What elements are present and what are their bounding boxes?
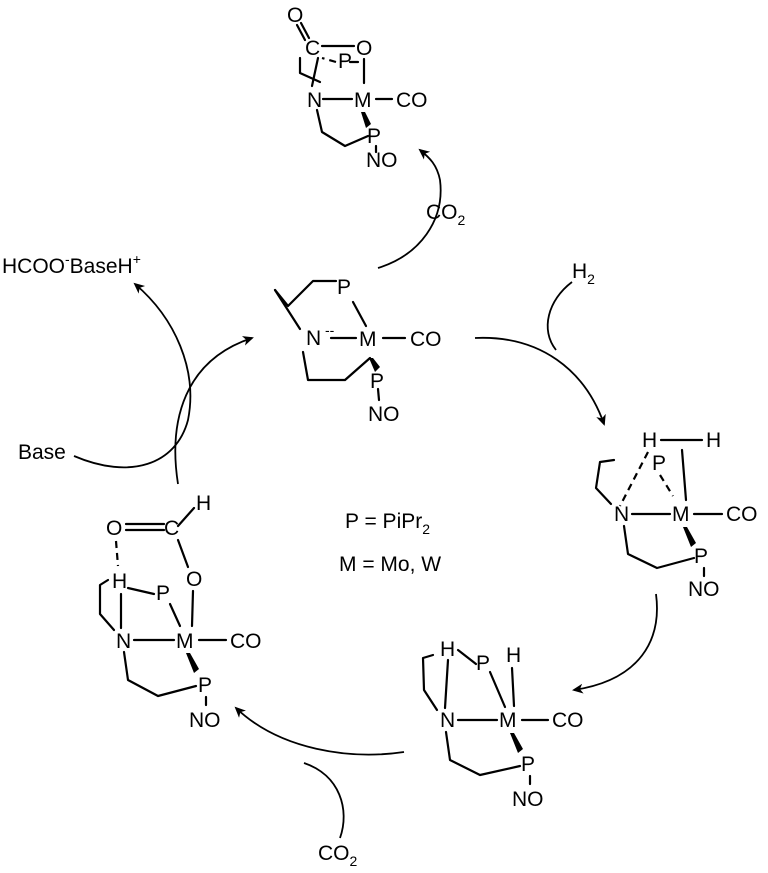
n-atom-left: N [116, 630, 131, 653]
p-atom-lower-top-label: P [367, 125, 381, 148]
h-atom-left: H [642, 429, 657, 452]
co-ligand-top-label: CO [396, 89, 428, 112]
h-atom-nh-left: H [112, 570, 127, 593]
m-atom-right: M [672, 503, 690, 526]
no-ligand-bottom: NO [512, 788, 544, 811]
arrow-to-dihydrogen-complex [474, 337, 606, 426]
p-atom-bottom-bottom: P [521, 753, 535, 776]
reagent-co2-upper: CO2 [426, 201, 466, 228]
m-atom-bottom: M [499, 709, 517, 732]
co-ligand-label: CO [410, 328, 442, 351]
arrow-to-formate-complex [234, 706, 405, 756]
m-atom-top-label: M [354, 89, 372, 112]
no-ligand-right: NO [688, 578, 720, 601]
o-atom-formate: O [186, 568, 202, 591]
arrow-to-center-complex [174, 336, 254, 485]
p-atom-bottom-label: P [370, 370, 384, 393]
no-ligand-label: NO [368, 403, 400, 426]
arrow-to-hydride-complex [572, 593, 658, 694]
h-atom-formyl: H [196, 492, 211, 515]
reagent-h2: H2 [572, 260, 595, 287]
p-atom-left-top: P [156, 582, 170, 605]
p-atom-upper-label: P [338, 50, 352, 73]
hydride-amine-complex-bottom: H P H N M CO P NO [421, 638, 584, 811]
o-atom-bridging: O [356, 37, 372, 60]
n-atom-bottom: N [440, 709, 455, 732]
legend: P = PiPr2 M = Mo, W [339, 510, 441, 576]
co2-adduct-complex-top: O C O P N M CO P NO [287, 4, 428, 172]
h-atom-mh: H [506, 644, 521, 667]
p-atom-bottom-top: P [476, 652, 490, 675]
o-atom-carbonyl: O [287, 4, 303, 27]
arrow-h2-feed [546, 281, 573, 351]
arrow-product-release [73, 282, 192, 469]
no-ligand-top-label: NO [366, 149, 398, 172]
no-ligand-left: NO [189, 709, 221, 732]
h-atom-right: H [706, 429, 721, 452]
p-atom-right-bottom: P [694, 545, 708, 568]
dihydrogen-complex-right: H H P N M CO P NO [594, 429, 758, 601]
o-atom-formyl: O [106, 517, 122, 540]
arrow-co2-feed [303, 762, 345, 839]
reagent-base: Base [18, 441, 66, 464]
co-ligand-right: CO [726, 503, 758, 526]
m-atom-left: M [176, 630, 194, 653]
reagent-co2-lower: CO2 [318, 842, 358, 869]
lone-pair-label: -- [325, 322, 335, 338]
c-atom-formyl: C [164, 517, 179, 540]
n-atom-right: N [614, 503, 629, 526]
legend-m-definition: M = Mo, W [339, 553, 441, 576]
co-ligand-left: CO [230, 630, 262, 653]
p-atom-top-label: P [337, 276, 351, 299]
legend-p-definition: P = PiPr2 [345, 510, 430, 537]
n-atom-label: N [306, 327, 321, 350]
h-atom-nh: H [440, 638, 455, 661]
formate-complex-left: H O C O H P N M CO P NO [98, 492, 262, 732]
p-atom-right-top: P [652, 452, 666, 475]
p-atom-left-bottom: P [198, 674, 212, 697]
n-atom-top-label: N [307, 89, 322, 112]
co-ligand-bottom: CO [552, 709, 584, 732]
amido-complex-center: N N -- M P P CO NO [273, 276, 442, 426]
m-atom-label: M [359, 328, 377, 351]
c-atom-label: C [305, 37, 320, 60]
product-formate-salt: HCOO-BaseH+ [2, 251, 141, 278]
arrow-to-co2-adduct [377, 148, 442, 269]
